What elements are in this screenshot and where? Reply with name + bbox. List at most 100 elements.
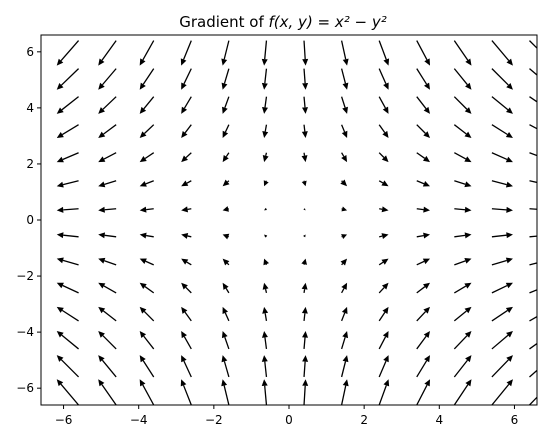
arrow [139, 282, 155, 294]
arrow [416, 232, 431, 239]
arrow [301, 282, 308, 293]
arrow [56, 206, 79, 213]
arrow [222, 124, 230, 138]
arrow [262, 306, 269, 322]
arrow [416, 96, 431, 114]
arrow [453, 330, 472, 350]
arrow [139, 96, 155, 114]
arrow [181, 206, 192, 213]
arrow [261, 355, 268, 378]
arrow [301, 124, 308, 138]
arrow [529, 289, 537, 294]
y-tick-label: −6 [16, 381, 34, 395]
arrow [56, 330, 79, 350]
arrow [56, 257, 79, 266]
arrow [98, 330, 117, 350]
arrow [41, 320, 42, 321]
arrow [98, 152, 117, 163]
arrow [41, 376, 42, 377]
arrow [181, 282, 192, 294]
arrow [41, 264, 42, 265]
arrow [378, 40, 390, 66]
arrow [341, 124, 348, 138]
x-tick-label: 2 [360, 413, 368, 427]
arrow [264, 207, 267, 211]
arrow [98, 282, 117, 294]
arrow [529, 315, 537, 322]
y-tick-label: −2 [16, 269, 34, 283]
arrow [222, 282, 230, 294]
arrow [181, 233, 192, 239]
arrow [453, 355, 472, 378]
x-tick-label: −2 [205, 413, 223, 427]
arrow [56, 355, 80, 378]
arrow [454, 152, 472, 163]
arrow [139, 206, 154, 213]
arrow [454, 232, 472, 239]
arrow [222, 152, 230, 163]
arrow [454, 206, 472, 213]
arrow [181, 306, 192, 322]
arrow [139, 152, 155, 163]
arrow [491, 40, 513, 66]
arrow [262, 96, 268, 114]
arrow [261, 379, 268, 405]
arrow [98, 96, 117, 114]
arrow [529, 180, 537, 184]
arrow [491, 330, 513, 350]
arrow [98, 180, 117, 188]
arrow [340, 330, 349, 350]
arrow [301, 258, 307, 266]
x-tick-label: 6 [511, 413, 519, 427]
arrow [491, 232, 513, 239]
arrow [222, 179, 230, 187]
arrow [181, 124, 192, 138]
y-tick-label: −4 [16, 325, 34, 339]
arrow [378, 152, 389, 163]
x-tick-label: 4 [435, 413, 443, 427]
arrow [416, 355, 431, 378]
arrow [181, 68, 192, 90]
y-tick-label: 6 [26, 45, 34, 59]
arrow [340, 96, 348, 114]
arrow [301, 306, 308, 321]
arrow [302, 40, 309, 66]
arrow [221, 355, 230, 378]
arrow [98, 68, 117, 90]
arrow [491, 124, 513, 138]
arrow [454, 258, 472, 266]
arrow [341, 206, 348, 212]
arrow [41, 124, 42, 126]
arrow [301, 180, 307, 187]
arrow [379, 206, 389, 213]
arrow [139, 232, 154, 239]
arrow [301, 152, 308, 163]
arrow [41, 292, 42, 293]
arrow [98, 306, 117, 322]
chart-title: Gradient of f(x, y) = x² − y² [179, 13, 387, 31]
arrow [378, 379, 390, 405]
arrow [491, 282, 513, 294]
arrow [303, 234, 306, 238]
arrow [139, 124, 155, 138]
arrow [529, 208, 537, 210]
y-tick-label: 4 [26, 101, 34, 115]
arrow [341, 234, 348, 240]
arrow [56, 124, 79, 138]
arrow [529, 369, 537, 378]
arrow [453, 96, 472, 114]
arrow [529, 124, 537, 130]
arrow [453, 40, 472, 66]
arrow [181, 152, 192, 163]
y-tick-label: 2 [26, 157, 34, 171]
arrow [139, 379, 155, 405]
arrow [56, 379, 80, 405]
arrow [180, 40, 192, 66]
arrow [56, 96, 79, 114]
arrow [491, 306, 513, 322]
arrow [262, 152, 269, 163]
arrow [41, 180, 42, 182]
arrow [453, 68, 472, 90]
arrow [491, 96, 513, 114]
